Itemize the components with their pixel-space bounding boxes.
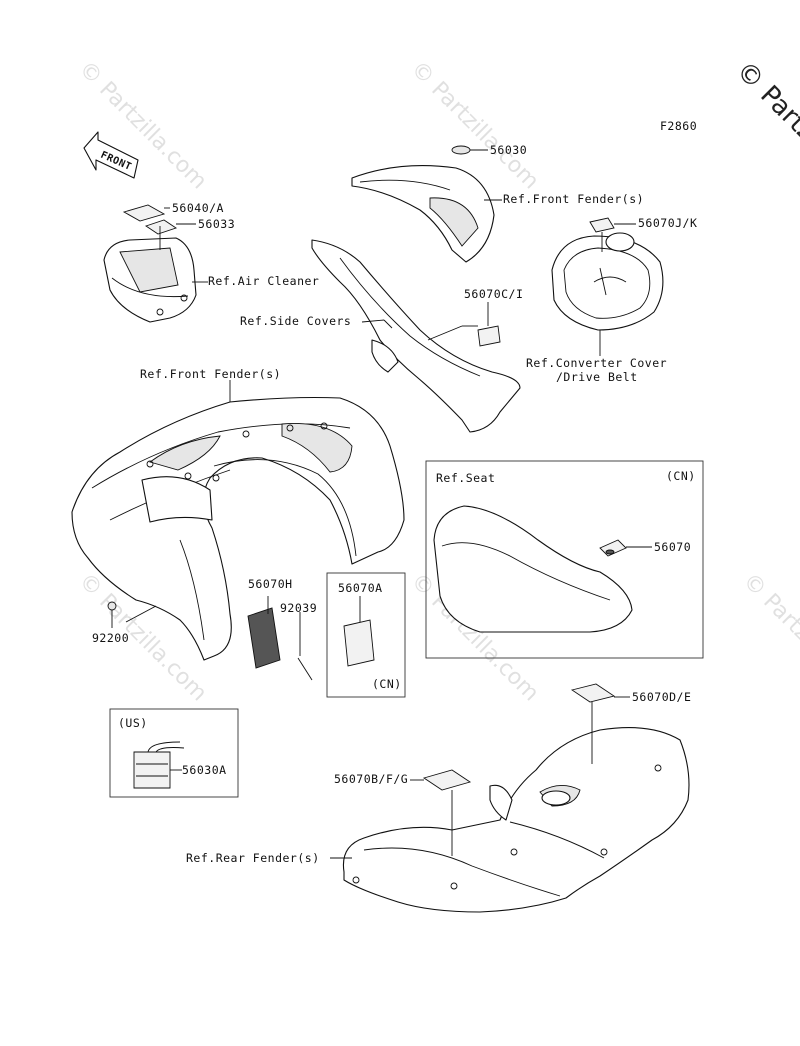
- front-fender-upper: [351, 145, 495, 263]
- seat-box: [425, 460, 704, 659]
- decal-56070de: [570, 683, 616, 703]
- callout-56040a: 56040/A: [172, 201, 224, 215]
- callout-56070jk: 56070J/K: [638, 216, 697, 230]
- watermark-text: © Partzilla.com: [74, 57, 212, 195]
- us-decal-box: [109, 708, 239, 798]
- ref-converter-cover: Ref.Converter Cover: [526, 356, 667, 370]
- converter-cover: [551, 217, 664, 331]
- ref-front-fender-main: Ref.Front Fender(s): [140, 367, 281, 381]
- decal-56033: [144, 219, 178, 235]
- tag-56030a: [133, 751, 171, 789]
- diagram-code: F2860: [660, 119, 697, 133]
- ref-air-cleaner: Ref.Air Cleaner: [208, 274, 319, 288]
- callout-56070de: 56070D/E: [632, 690, 691, 704]
- callout-56070ci: 56070C/I: [464, 287, 523, 301]
- callout-56070a: 56070A: [338, 581, 383, 595]
- callout-56033: 56033: [198, 217, 235, 231]
- callout-56030: 56030: [490, 143, 527, 157]
- ref-side-covers: Ref.Side Covers: [240, 314, 351, 328]
- decal-56070ci: [477, 325, 501, 347]
- ref-rear-fender: Ref.Rear Fender(s): [186, 851, 320, 865]
- decal-56070bfg: [422, 769, 472, 791]
- ref-drive-belt: /Drive Belt: [556, 370, 638, 384]
- watermark-text: © Partzilla.com: [738, 569, 800, 707]
- decal-56040a: [122, 204, 166, 222]
- ref-seat: Ref.Seat: [436, 471, 495, 485]
- callout-56070h: 56070H: [248, 577, 293, 591]
- clip-92200: [107, 601, 117, 611]
- decal-56070a: [343, 619, 375, 667]
- callout-56070bfg: 56070B/F/G: [334, 772, 408, 786]
- cn-decal-box: [326, 572, 406, 698]
- callout-56030a: 56030A: [182, 763, 227, 777]
- cn-box-label: (CN): [372, 677, 402, 691]
- side-cover: [311, 239, 521, 433]
- callout-56070: 56070: [654, 540, 691, 554]
- watermark-corner-text: © Partz: [730, 56, 800, 147]
- callout-92039: 92039: [280, 601, 317, 615]
- air-cleaner-cover: [103, 204, 197, 323]
- cn-seat-label: (CN): [666, 469, 696, 483]
- callout-92200: 92200: [92, 631, 129, 645]
- decal-56070jk: [589, 217, 615, 233]
- decal-56070h: [247, 607, 281, 669]
- front-fender-main: [71, 396, 405, 681]
- rear-fender: [342, 683, 690, 913]
- ref-front-fender-upper: Ref.Front Fender(s): [503, 192, 644, 206]
- grommet-56030: [451, 145, 471, 155]
- us-box-label: (US): [118, 716, 148, 730]
- front-arrow-icon: FRONT: [83, 131, 139, 179]
